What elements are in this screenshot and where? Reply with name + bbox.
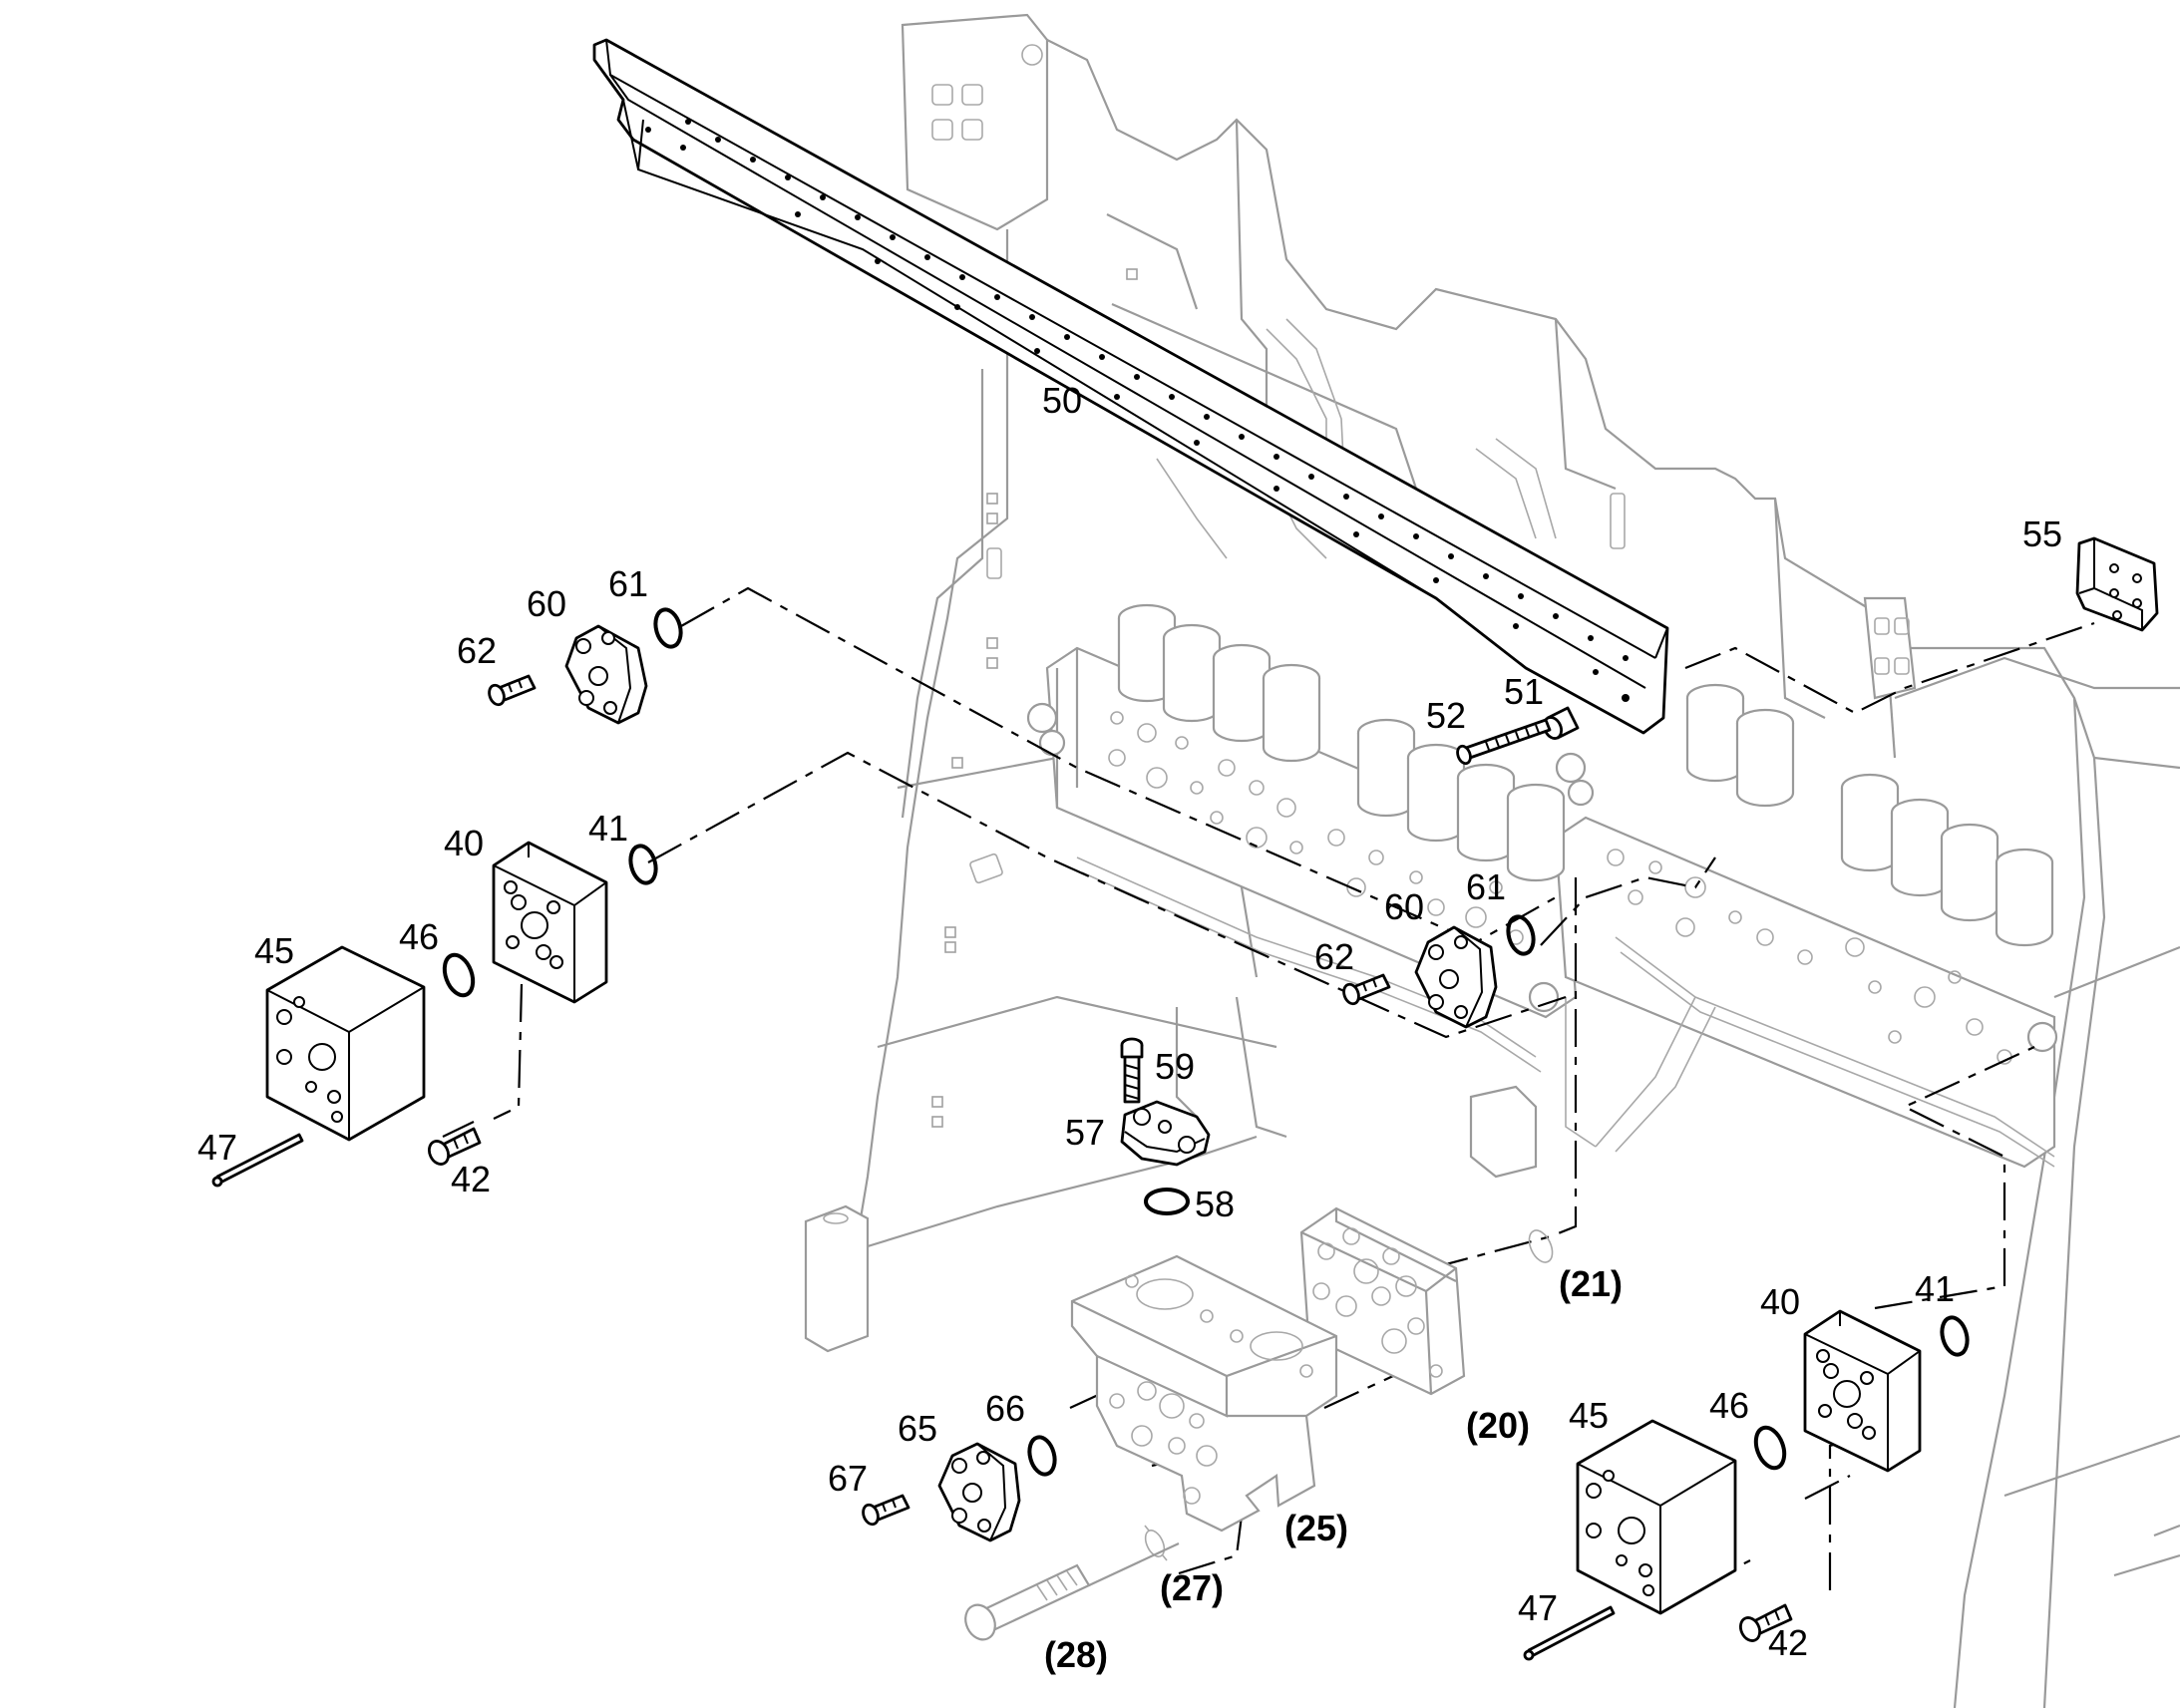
part-66-oring [1027, 1435, 1057, 1477]
part-28-bolt [964, 1542, 1180, 1641]
label-51: 51 [1504, 671, 1544, 712]
label-21: (21) [1559, 1263, 1623, 1304]
part-40-adapter-block-right [1803, 1309, 1922, 1473]
label-57: 57 [1065, 1112, 1105, 1153]
part-60-flange-center [1414, 925, 1498, 1029]
part-46-oring-right [1753, 1425, 1787, 1471]
label-62-center: 62 [1314, 936, 1354, 977]
label-42-right: 42 [1768, 1622, 1808, 1663]
part-50-long-rail [592, 38, 1669, 735]
part-57-flange [1120, 1100, 1211, 1167]
label-41-left: 41 [588, 808, 628, 849]
part-41-oring-left [628, 844, 658, 885]
label-46-right: 46 [1709, 1385, 1749, 1426]
part-45-cover-block-left [265, 945, 426, 1142]
label-47-left: 47 [197, 1127, 237, 1168]
part-45-cover-block-right [1576, 1419, 1737, 1615]
part-41-oring-right [1940, 1315, 1970, 1357]
control-valve-block-background [1026, 603, 2058, 1179]
part-59-bolt [1120, 1037, 1144, 1104]
part-47-long-bolt-left [211, 1133, 304, 1188]
part-65-flange [937, 1442, 1021, 1542]
part-60-flange-upper-left [564, 624, 648, 725]
part-47-long-bolt-right [1523, 1605, 1616, 1661]
label-67: 67 [828, 1458, 868, 1499]
label-45-left: 45 [254, 930, 294, 971]
part-27-washer [1144, 1525, 1168, 1561]
label-52: 52 [1426, 695, 1466, 736]
part-40-adapter-block-left [492, 841, 608, 1004]
label-66: 66 [985, 1388, 1025, 1429]
label-46-left: 46 [399, 916, 439, 957]
label-61-upper: 61 [608, 563, 648, 604]
part-25-manifold [1070, 1254, 1338, 1533]
label-42-left: 42 [451, 1159, 491, 1199]
part-62-bolt-center [1342, 973, 1391, 1006]
label-60-center: 60 [1384, 886, 1424, 927]
label-62-upper: 62 [457, 630, 497, 671]
label-60-upper: 60 [527, 583, 566, 624]
label-25: (25) [1284, 1508, 1348, 1548]
part-46-oring-left [442, 952, 476, 998]
part-61-oring-upper-left [653, 607, 683, 649]
part-62-bolt-upper-left [488, 674, 537, 707]
label-40-left: 40 [444, 823, 484, 863]
label-65: 65 [898, 1408, 937, 1449]
part-51-spacer [1542, 706, 1580, 740]
part-61-oring-center [1506, 914, 1536, 956]
machine-frame-background [804, 13, 2180, 1708]
label-20: (20) [1466, 1405, 1530, 1446]
part-55-square-pad [2075, 536, 2159, 632]
label-28: (28) [1044, 1634, 1108, 1675]
label-50: 50 [1042, 380, 1082, 421]
part-21-oring [1528, 1229, 1554, 1263]
callout-labels: 50 55 51 52 60 61 62 40 41 45 46 47 42 6… [197, 380, 2062, 1675]
part-58-oring [1144, 1188, 1190, 1215]
part-20-plate [1299, 1206, 1466, 1396]
label-61-center: 61 [1466, 866, 1506, 907]
part-67-bolt [862, 1494, 910, 1527]
part-42-bolt-right [1738, 1603, 1793, 1642]
label-45-right: 45 [1569, 1395, 1609, 1436]
label-47-right: 47 [1518, 1587, 1558, 1628]
label-40-right: 40 [1760, 1281, 1800, 1322]
label-55: 55 [2022, 513, 2062, 554]
label-27: (27) [1160, 1567, 1224, 1608]
part-42-bolt-left [427, 1127, 482, 1166]
label-58: 58 [1195, 1184, 1235, 1224]
part-52-bolt [1456, 718, 1552, 766]
label-41-right: 41 [1915, 1268, 1955, 1309]
label-59: 59 [1155, 1046, 1195, 1087]
